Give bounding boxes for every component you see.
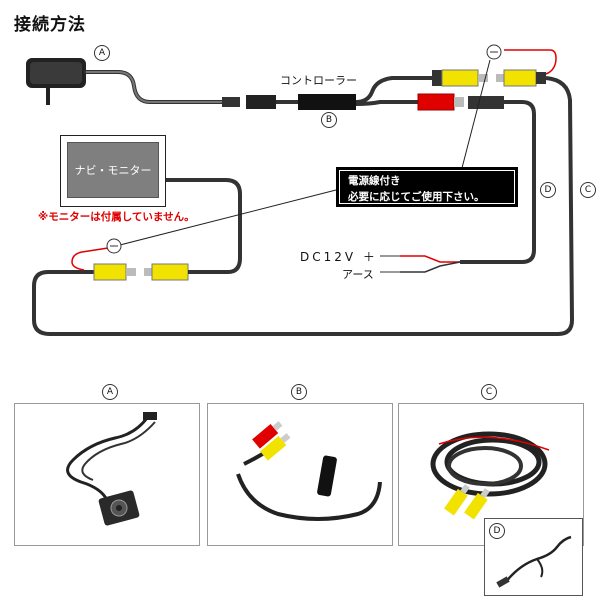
monitor-note: ※モニターは付属していません。 [38,211,195,223]
photo-marker-d: D [489,523,505,539]
callout-line-1: 電源線付き [348,175,401,187]
callout-box: 電源線付き 必要に応じてご使用下さい。 [336,167,518,207]
navi-monitor-box: ナビ・モニター [60,135,166,207]
dc12v-label: DC12V ＋ [300,250,378,264]
callout-line-2: 必要に応じてご使用下さい。 [348,191,485,203]
controller-label: コントローラー [280,74,357,87]
photo-marker-a: A [102,384,118,400]
page-title: 接続方法 [14,15,86,35]
photo-camera [14,403,200,546]
marker-a: A [94,45,110,61]
controller-box [298,94,356,110]
photo-marker-b: B [291,384,307,400]
marker-d: D [540,182,556,198]
photo-marker-c: C [481,384,497,400]
marker-c: C [580,182,596,198]
navi-monitor-label: ナビ・モニター [67,142,159,198]
marker-b: B [321,112,337,128]
photo-controller-cable [207,403,393,546]
camera-unit [26,58,86,105]
photo-power-cable: D [484,518,583,596]
ground-label: アース [342,268,374,281]
